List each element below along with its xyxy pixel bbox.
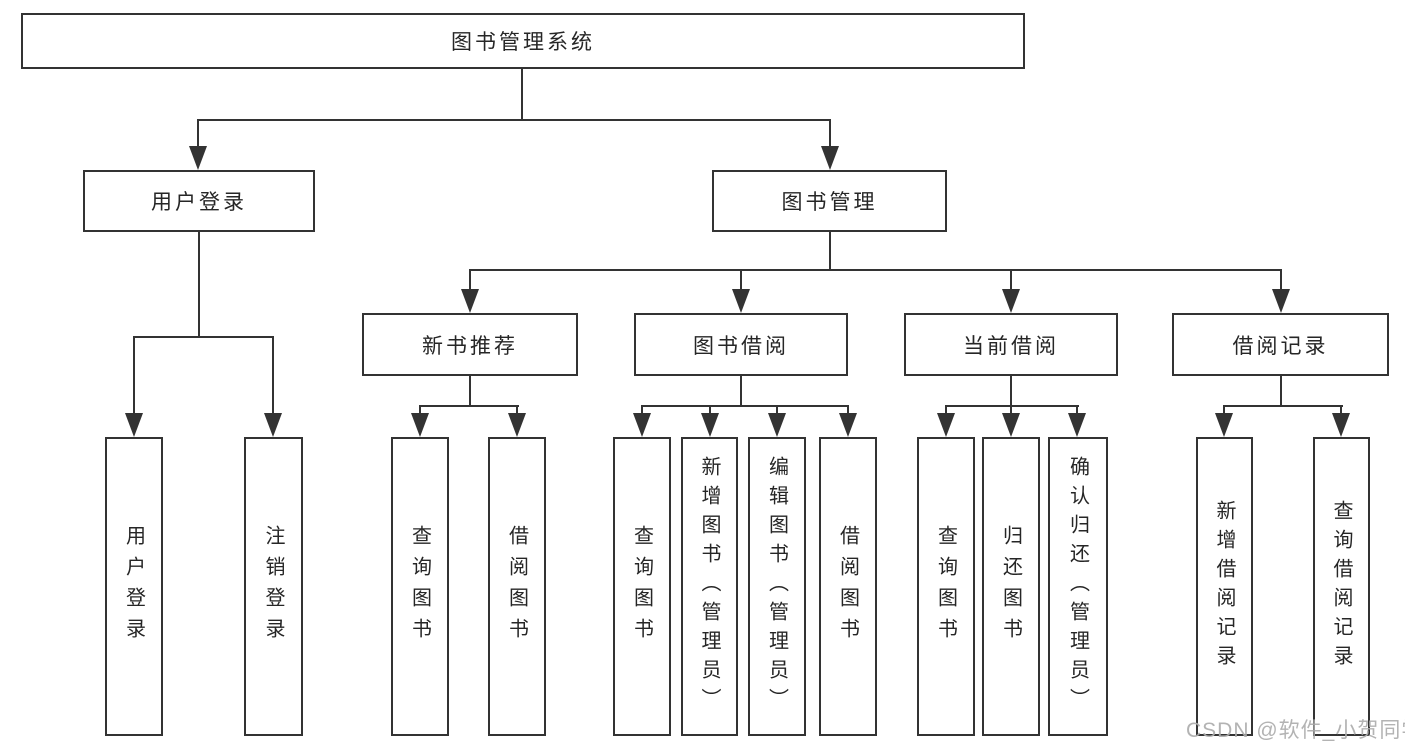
arrow-down-icon [839,413,857,437]
connector-drop [709,405,711,417]
node-user-login: 用户登录 [83,170,315,232]
arrow-down-icon [189,146,207,170]
arrow-down-icon [264,413,282,437]
arrow-down-icon [1002,413,1020,437]
connector-root-stem [521,69,523,119]
node-borrow-books-recommend: 借阅图书 [488,437,546,736]
connector-user-login-stem [198,232,200,336]
arrow-down-icon [1272,289,1290,313]
connector-drop [1076,405,1078,417]
node-logout-action: 注销登录 [244,437,303,736]
node-current-borrowing: 当前借阅 [904,313,1118,376]
connector-drop-logout-leaf [272,336,274,415]
node-confirm-return-admin: 确认归还（管理员） [1048,437,1108,736]
connector-split [945,405,1079,407]
connector-drop-current-borrowing [1010,269,1012,291]
connector-drop [1340,405,1342,417]
node-library-management-system: 图书管理系统 [21,13,1025,69]
node-book-management: 图书管理 [712,170,947,232]
connector-drop-user-login [197,119,199,148]
connector-book-management-stem [829,232,831,270]
connector-drop [847,405,849,417]
node-query-books-borrowing: 查询图书 [613,437,671,736]
connector-split [1223,405,1343,407]
connector-drop [776,405,778,417]
arrow-down-icon [633,413,651,437]
connector-drop [419,405,421,417]
connector-drop-login-leaf [133,336,135,415]
connector-drop [945,405,947,417]
connector-level2-split [197,119,831,121]
node-edit-book-admin: 编辑图书（管理员） [748,437,806,736]
node-add-book-admin: 新增图书（管理员） [681,437,738,736]
arrow-down-icon [461,289,479,313]
connector-stem [469,376,471,406]
connector-split [641,405,849,407]
node-query-books-current: 查询图书 [917,437,975,736]
arrow-down-icon [125,413,143,437]
arrow-down-icon [1215,413,1233,437]
arrow-down-icon [821,146,839,170]
arrow-down-icon [768,413,786,437]
node-query-borrow-record: 查询借阅记录 [1313,437,1370,736]
connector-drop-borrowing-records [1280,269,1282,291]
connector-drop-book-borrowing [740,269,742,291]
node-query-books-recommend: 查询图书 [391,437,449,736]
connector-stem [740,376,742,406]
connector-stem [1010,376,1012,406]
connector-level3-split [469,269,1282,271]
arrow-down-icon [732,289,750,313]
node-book-borrowing: 图书借阅 [634,313,848,376]
node-user-login-action: 用户登录 [105,437,163,736]
arrow-down-icon [1068,413,1086,437]
node-return-books: 归还图书 [982,437,1040,736]
arrow-down-icon [937,413,955,437]
node-borrow-books-borrowing: 借阅图书 [819,437,877,736]
arrow-down-icon [1332,413,1350,437]
node-borrowing-records: 借阅记录 [1172,313,1389,376]
arrow-down-icon [1002,289,1020,313]
arrow-down-icon [701,413,719,437]
connector-drop [1223,405,1225,417]
node-new-book-recommendation: 新书推荐 [362,313,578,376]
arrow-down-icon [508,413,526,437]
csdn-watermark: CSDN @软件_小贺同学 [1186,719,1405,742]
connector-stem [1280,376,1282,406]
connector-drop-new-book [469,269,471,291]
connector-drop-book-management [829,119,831,148]
connector-user-login-split [133,336,274,338]
arrow-down-icon [411,413,429,437]
connector-split [419,405,519,407]
node-add-borrow-record: 新增借阅记录 [1196,437,1253,736]
connector-drop [1010,405,1012,417]
connector-drop [516,405,518,417]
connector-drop [641,405,643,417]
